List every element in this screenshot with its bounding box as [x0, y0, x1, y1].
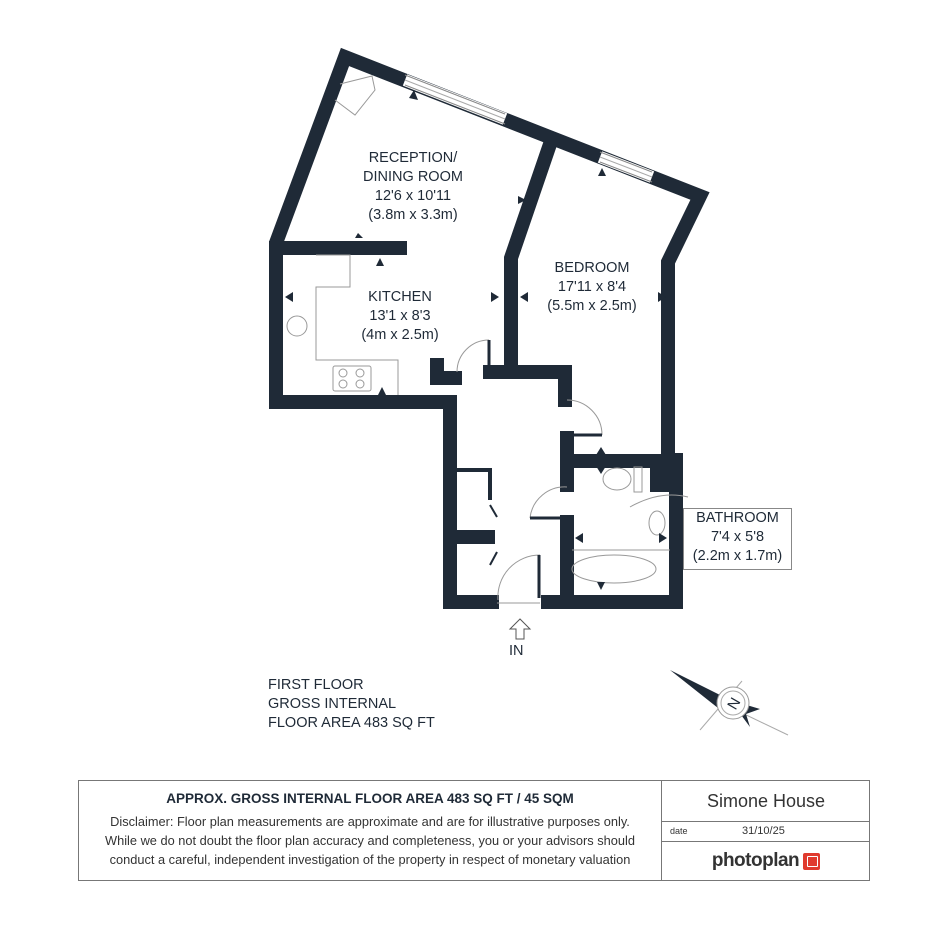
- bedroom-label: BEDROOM 17'11 x 8'4 (5.5m x 2.5m): [530, 259, 654, 316]
- bedroom-partition: [504, 141, 557, 375]
- bathroom-outer-wall: [541, 453, 683, 609]
- room-size-metric: (2.2m x 1.7m): [692, 548, 783, 564]
- room-name: RECEPTION/: [368, 150, 458, 166]
- room-size-metric: (5.5m x 2.5m): [547, 298, 637, 314]
- wall-block: [650, 462, 676, 492]
- area-caption: GROSS INTERNAL: [268, 696, 397, 712]
- room-size-imperial: 17'11 x 8'4: [557, 279, 627, 295]
- kitchen-label: KITCHEN 13'1 x 8'3 (4m x 2.5m): [340, 288, 460, 345]
- footer-title: APPROX. GROSS INTERNAL FLOOR AREA 483 SQ…: [166, 791, 574, 806]
- room-name: BEDROOM: [554, 260, 630, 276]
- room-size-metric: (3.8m x 3.3m): [368, 207, 458, 223]
- disclaimer-line: Disclaimer: Floor plan measurements are …: [110, 814, 630, 829]
- room-name: BATHROOM: [696, 510, 779, 526]
- disclaimer-line: conduct a careful, independent investiga…: [109, 852, 631, 867]
- room-size-imperial: 13'1 x 8'3: [369, 308, 431, 324]
- room-size-imperial: 7'4 x 5'8: [710, 529, 765, 545]
- disclaimer: Disclaimer: Floor plan measurements are …: [79, 812, 661, 869]
- kitchen-door-jamb: [430, 358, 462, 385]
- disclaimer-line: While we do not doubt the floor plan acc…: [105, 833, 635, 848]
- entrance-arrow-icon: [508, 618, 532, 640]
- date-value: 31/10/25: [742, 825, 785, 837]
- logo-text: photoplan: [711, 850, 800, 871]
- walls: [269, 47, 710, 609]
- room-name: DINING ROOM: [363, 169, 463, 185]
- hall-top-wall: [483, 365, 572, 407]
- bathroom-label: BATHROOM 7'4 x 5'8 (2.2m x 1.7m): [683, 508, 792, 570]
- kitchen-bottom-wall: [269, 395, 499, 609]
- windows: [402, 74, 655, 183]
- footer-info: APPROX. GROSS INTERNAL FLOOR AREA 483 SQ…: [79, 781, 662, 880]
- floor-area-info: FIRST FLOOR GROSS INTERNAL FLOOR AREA 48…: [268, 676, 435, 733]
- area-value: FLOOR AREA 483 SQ FT: [268, 715, 435, 731]
- compass-icon: N: [670, 670, 789, 736]
- date-label: date: [670, 826, 688, 836]
- measurement-arrows: [285, 90, 667, 590]
- room-name: KITCHEN: [368, 289, 432, 305]
- outer-wall: [269, 47, 710, 467]
- footer-panel: APPROX. GROSS INTERNAL FLOOR AREA 483 SQ…: [78, 780, 870, 881]
- floor-name: FIRST FLOOR: [268, 677, 364, 693]
- photoplan-logo: photoplan: [662, 842, 870, 880]
- room-size-imperial: 12'6 x 10'11: [374, 188, 452, 204]
- room-size-metric: (4m x 2.5m): [361, 327, 439, 343]
- entrance-label: IN: [509, 643, 524, 659]
- logo-icon: [803, 852, 821, 870]
- reception-label: RECEPTION/ DINING ROOM 12'6 x 10'11 (3.8…: [343, 149, 483, 225]
- doors: [286, 75, 689, 604]
- property-name: Simone House: [662, 781, 870, 822]
- date-row: date 31/10/25: [662, 821, 870, 842]
